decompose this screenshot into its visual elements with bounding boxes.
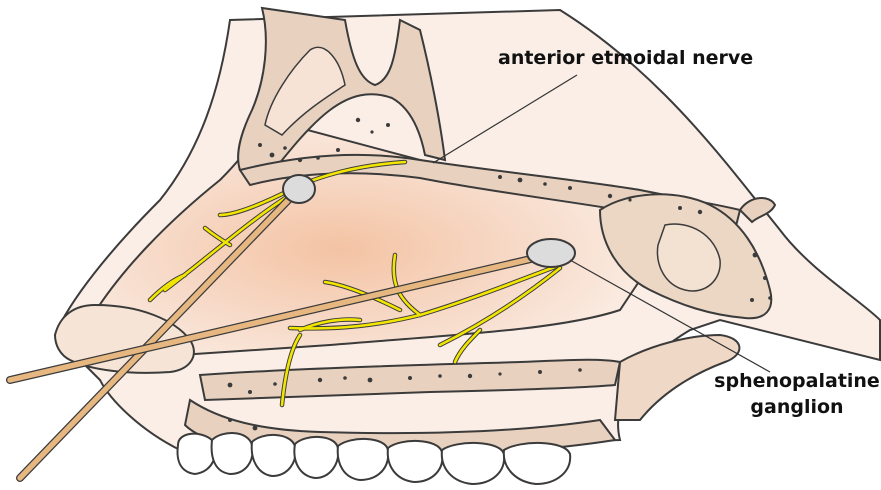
tooth bbox=[178, 434, 216, 474]
label-anterior-ethmoidal-nerve: anterior etmoidal nerve bbox=[498, 45, 753, 71]
label-sphenopalatine-ganglion: sphenopalatine ganglion bbox=[708, 368, 881, 420]
label-sphenopalatine-line1: sphenopalatine bbox=[708, 368, 881, 394]
tooth bbox=[338, 439, 389, 480]
label-sphenopalatine-line2: ganglion bbox=[708, 394, 881, 420]
tooth bbox=[504, 443, 570, 484]
tooth bbox=[212, 433, 253, 474]
cotton-tip bbox=[527, 239, 575, 267]
tooth bbox=[252, 435, 296, 476]
cotton-tip bbox=[283, 175, 315, 203]
tooth bbox=[442, 443, 504, 484]
tooth bbox=[294, 437, 338, 478]
tooth bbox=[388, 441, 443, 482]
